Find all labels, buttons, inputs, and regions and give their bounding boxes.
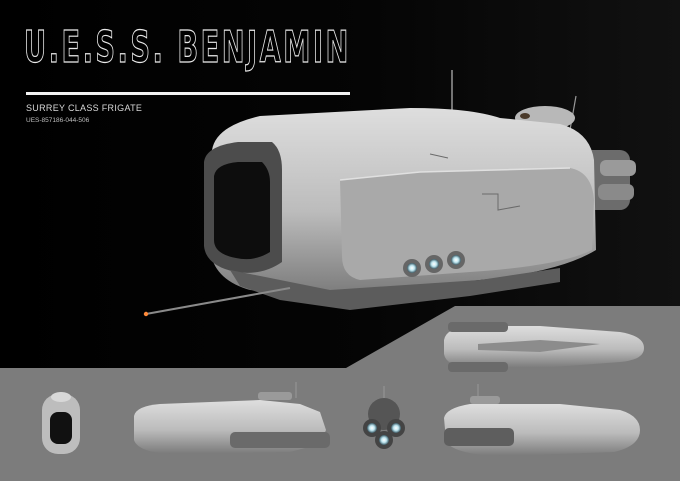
ship-rear-view bbox=[363, 386, 405, 449]
ship-class-label: SURREY CLASS FRIGATE bbox=[26, 103, 143, 113]
ship-name-title: U.E.S.S. BENJAMIN bbox=[24, 22, 351, 73]
title-underline bbox=[26, 92, 350, 95]
ship-front-view bbox=[42, 392, 80, 454]
ship-side-view-left bbox=[134, 382, 330, 454]
registry-number: UES-857186-044-506 bbox=[26, 117, 90, 124]
ship-side-view-right bbox=[444, 384, 640, 456]
ship-perspective-view bbox=[143, 70, 636, 317]
ship-top-view bbox=[444, 322, 644, 372]
